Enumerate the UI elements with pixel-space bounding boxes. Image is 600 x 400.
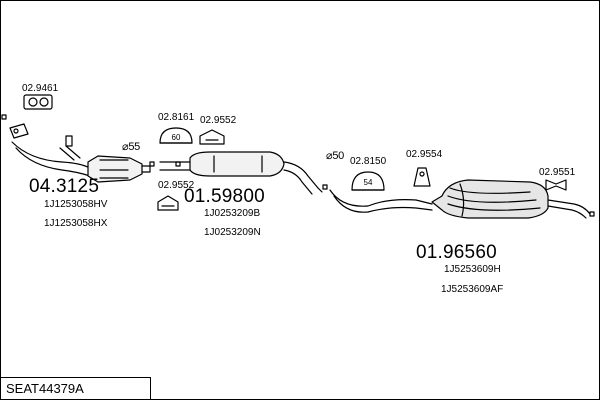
rear-silencer: [431, 179, 591, 219]
hanger-icon: [199, 129, 225, 145]
rubber-mount-icon: [159, 127, 193, 144]
oem-code: 1J5253609H: [444, 264, 501, 275]
hanger-icon: [413, 167, 431, 187]
pipe-diameter: ⌀55: [122, 141, 140, 153]
accessory-number: 02.9552: [200, 115, 237, 126]
clamp-badge: 60: [172, 133, 181, 142]
clamp-badge: 54: [364, 178, 373, 187]
accessory-number: 02.9551: [539, 167, 576, 178]
front-pipe-catalyst: [9, 123, 151, 183]
clamp-icon: [351, 171, 385, 191]
joint-marker: [175, 161, 181, 167]
oem-code: 1J1253058HV: [44, 199, 108, 210]
accessory-number: 02.9554: [406, 149, 443, 160]
oem-code: 1J0253209N: [204, 227, 261, 238]
oem-code: 1J5253609AF: [441, 284, 504, 295]
hanger-icon: [545, 179, 567, 191]
oem-code: 1J0253209B: [204, 208, 261, 219]
reference-box: [1, 377, 151, 399]
rear-pipe: [322, 184, 433, 213]
accessory-number: 02.9552: [158, 180, 195, 191]
pipe-diameter: ⌀50: [326, 150, 344, 162]
accessory-number: 02.8161: [158, 112, 195, 123]
reference-label: SEAT44379A: [6, 381, 84, 396]
section-marker: [1, 114, 7, 120]
middle-silencer: [159, 151, 323, 195]
accessory-number: 02.9461: [22, 83, 59, 94]
gasket-icon: [23, 94, 53, 110]
main-part-number: 01.96560: [416, 242, 497, 263]
joint-marker: [149, 161, 155, 167]
oem-code: 1J1253058HX: [44, 218, 108, 229]
main-part-number: 01.59800: [184, 186, 265, 207]
end-marker: [589, 211, 595, 217]
accessory-number: 02.8150: [350, 156, 387, 167]
main-part-number: 04.3125: [29, 176, 100, 197]
hanger-icon: [157, 195, 179, 211]
